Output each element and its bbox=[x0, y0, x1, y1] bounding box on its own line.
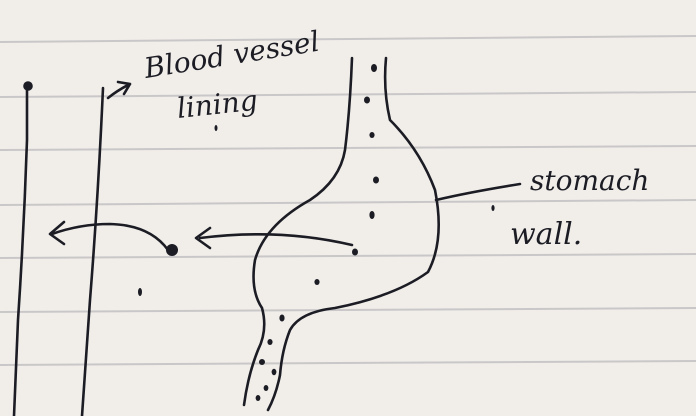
stomach-label-line1: stomach bbox=[530, 164, 649, 197]
transport-arrow bbox=[50, 222, 168, 250]
stomach-label-line2: wall. bbox=[510, 217, 582, 252]
notebook-rules bbox=[0, 36, 696, 365]
stray-marks bbox=[138, 125, 495, 296]
stomach-outline-inner bbox=[244, 58, 352, 405]
vessel-wall-left bbox=[14, 86, 27, 416]
vessel-wall-right bbox=[82, 88, 103, 416]
blood-vessel-label-line1: Blood vessel bbox=[141, 25, 322, 85]
vessel-wall-top-dot bbox=[25, 83, 32, 90]
blood-vessel-label-line2: lining bbox=[175, 84, 259, 125]
absorbed-particle bbox=[166, 244, 178, 256]
stomach-label-leader bbox=[436, 184, 520, 200]
stomach-particles bbox=[256, 64, 379, 401]
absorption-arrow bbox=[196, 228, 352, 248]
stomach-outline-outer bbox=[268, 58, 439, 410]
